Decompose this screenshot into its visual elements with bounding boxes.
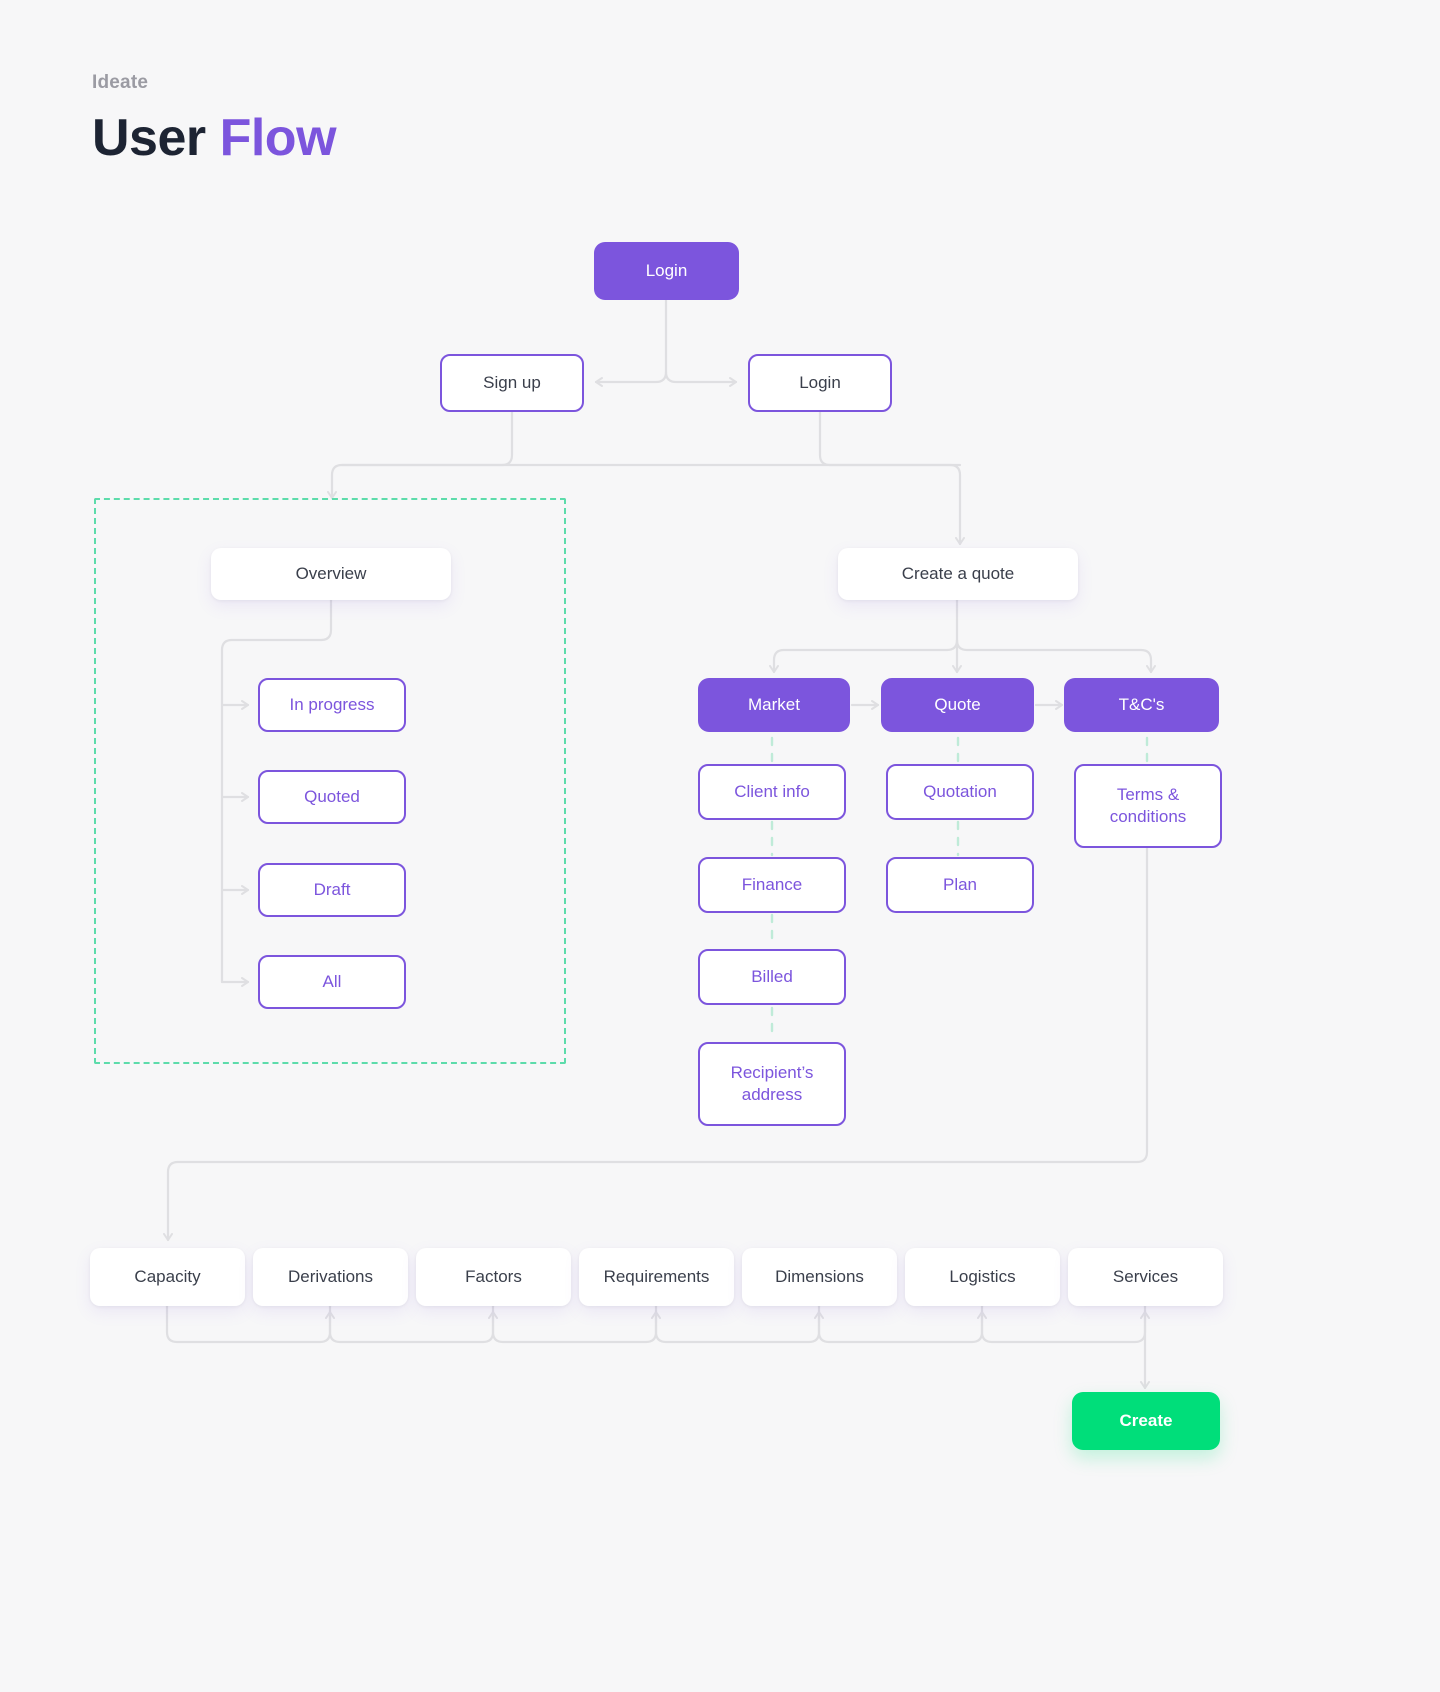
node-label: Create a quote [901, 563, 1015, 583]
node-create-a-quote[interactable]: Create a quote [838, 548, 1078, 600]
create-button[interactable]: Create [1072, 1392, 1220, 1450]
node-label: Factors [465, 1266, 522, 1286]
node-label: Login [799, 372, 841, 392]
node-label: Draft [313, 879, 351, 899]
node-services[interactable]: Services [1068, 1248, 1223, 1306]
node-logistics[interactable]: Logistics [905, 1248, 1060, 1306]
node-recipients-address[interactable]: Recipient’s address [698, 1042, 846, 1126]
overview-group-boundary [94, 498, 566, 1064]
node-factors[interactable]: Factors [416, 1248, 571, 1306]
node-label: Dimensions [775, 1266, 864, 1286]
node-label: Capacity [134, 1266, 201, 1286]
node-label: Logistics [949, 1266, 1016, 1286]
node-requirements[interactable]: Requirements [579, 1248, 734, 1306]
node-label: Quotation [923, 781, 997, 801]
node-quotation[interactable]: Quotation [886, 764, 1034, 820]
node-label: Billed [751, 966, 793, 986]
node-label: Client info [734, 781, 810, 801]
node-billed[interactable]: Billed [698, 949, 846, 1005]
node-derivations[interactable]: Derivations [253, 1248, 408, 1306]
page-title-main: User [92, 109, 206, 167]
node-label: All [322, 971, 342, 991]
node-label: Quote [934, 694, 981, 714]
node-label: Derivations [287, 1266, 374, 1286]
node-label: Plan [942, 874, 978, 894]
page-eyebrow: Ideate [92, 72, 149, 93]
node-terms-and-conditions[interactable]: Terms & conditions [1074, 764, 1222, 848]
node-overview[interactable]: Overview [211, 548, 451, 600]
node-tab-market[interactable]: Market [698, 678, 850, 732]
node-label: Overview [295, 563, 367, 583]
page-title: User Flow [92, 108, 337, 168]
node-draft[interactable]: Draft [258, 863, 406, 917]
page-title-accent: Flow [219, 109, 337, 167]
node-label: Quoted [304, 786, 360, 806]
node-label: Recipient’s address [730, 1062, 814, 1104]
node-label: Terms & conditions [1109, 784, 1187, 826]
node-label: Create [1119, 1410, 1173, 1430]
node-client-info[interactable]: Client info [698, 764, 846, 820]
node-tab-quote[interactable]: Quote [881, 678, 1034, 732]
node-finance[interactable]: Finance [698, 857, 846, 913]
node-dimensions[interactable]: Dimensions [742, 1248, 897, 1306]
node-tab-terms-conditions[interactable]: T&C's [1064, 678, 1219, 732]
node-capacity[interactable]: Capacity [90, 1248, 245, 1306]
node-label: Finance [741, 874, 803, 894]
node-plan[interactable]: Plan [886, 857, 1034, 913]
node-quoted[interactable]: Quoted [258, 770, 406, 824]
node-label: Services [1112, 1266, 1179, 1286]
node-label: Market [748, 694, 800, 714]
node-sign-up[interactable]: Sign up [440, 354, 584, 412]
node-label: Sign up [483, 372, 541, 392]
node-entry-login[interactable]: Login [594, 242, 739, 300]
node-all[interactable]: All [258, 955, 406, 1009]
node-label: Requirements [603, 1266, 710, 1286]
node-label: T&C's [1118, 694, 1165, 714]
node-login[interactable]: Login [748, 354, 892, 412]
node-label: In progress [289, 694, 375, 714]
node-label: Login [645, 260, 688, 280]
node-in-progress[interactable]: In progress [258, 678, 406, 732]
